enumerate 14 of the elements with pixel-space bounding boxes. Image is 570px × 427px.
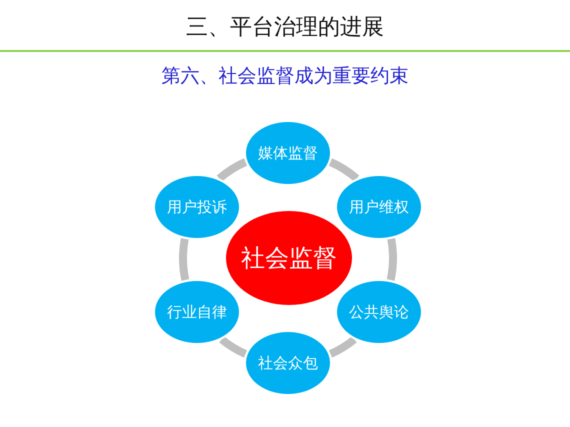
topic-ellipse: 用户投诉 bbox=[153, 174, 241, 240]
ring-connector bbox=[328, 336, 357, 358]
ring-connector bbox=[179, 238, 190, 281]
subtitle: 第六、社会监督成为重要约束 bbox=[160, 64, 410, 88]
topic-ellipse: 媒体监督 bbox=[244, 120, 332, 186]
ring-connector bbox=[216, 158, 248, 182]
topic-ellipse: 公共舆论 bbox=[335, 279, 423, 345]
topic-ellipse: 用户维权 bbox=[335, 174, 423, 240]
ring-connector bbox=[219, 336, 248, 358]
ring-connector bbox=[328, 158, 360, 182]
topic-ellipse: 行业自律 bbox=[153, 279, 241, 345]
ring-connector bbox=[386, 238, 397, 281]
topic-ellipse: 社会众包 bbox=[244, 330, 332, 396]
title: 三、平台治理的进展 bbox=[185, 14, 385, 42]
